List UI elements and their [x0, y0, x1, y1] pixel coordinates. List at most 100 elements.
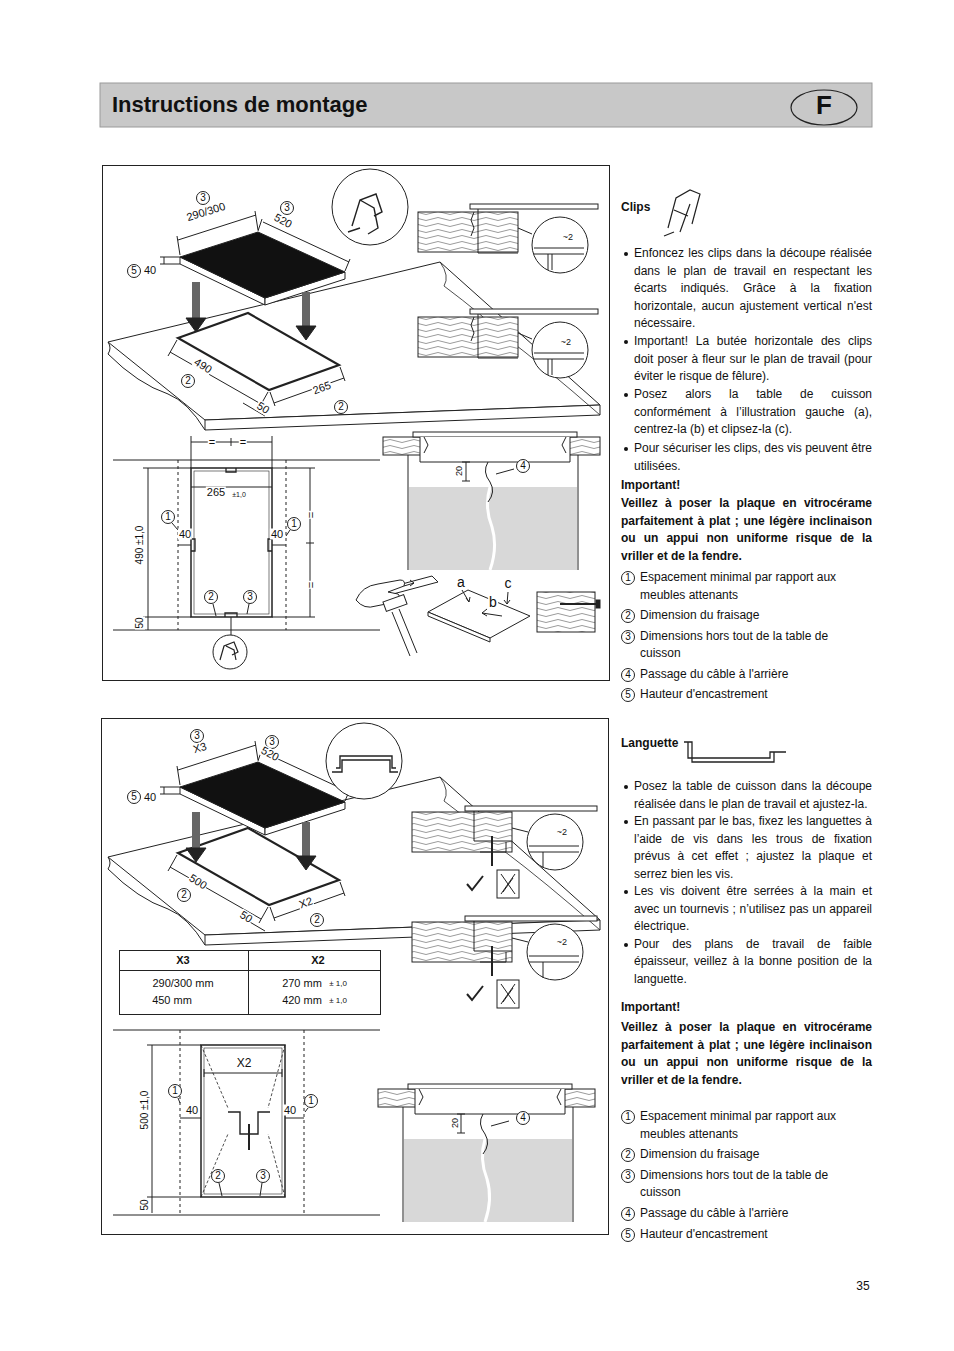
dimension-label: = [305, 511, 316, 519]
cutout-plan [204, 1048, 282, 1194]
cutout-plan [178, 1098, 180, 1103]
dimension-label: 520 [258, 744, 281, 763]
bullet-dot [624, 943, 628, 947]
cutout-plan [260, 1183, 262, 1196]
bullet-dot [624, 785, 628, 789]
callout-number: 1 [168, 1084, 182, 1098]
cutout-plan [180, 1030, 181, 1215]
cutout-plan [191, 468, 272, 617]
cutout-plan [152, 1045, 153, 1213]
worktop-iso [108, 211, 600, 945]
clip-zoom [348, 194, 382, 234]
legend-text: Espacement minimal par rapport aux meubl… [640, 1108, 872, 1143]
callout-number: 4 [621, 668, 635, 682]
callout-number: 2 [334, 400, 348, 414]
instruction-text: Pour sécuriser les clips, des vis peuven… [634, 440, 872, 475]
bracket-icon [684, 742, 786, 762]
callout-number: 1 [621, 571, 635, 585]
badge-letter: F [790, 89, 858, 122]
callout-number: 2 [181, 374, 195, 388]
dimension-label: X3 [191, 740, 209, 755]
legend-text: Espacement minimal par rapport aux meubl… [640, 569, 872, 604]
dimension-label: = [305, 581, 316, 589]
dimension-label: 40 [283, 1105, 297, 1116]
worktop-iso [108, 262, 600, 430]
warning-heading: Important! [621, 999, 872, 1017]
dimension-table [120, 951, 381, 1015]
cutout-plan [113, 1030, 380, 1031]
dimension-table [248, 951, 249, 1015]
legend-text: Passage du câble à l'arrière [640, 1205, 872, 1223]
cutout-plan [305, 1108, 308, 1112]
legend-text: Dimension du fraisage [640, 607, 872, 625]
hob-positioning [482, 609, 502, 616]
callout-number: 3 [256, 1169, 270, 1183]
bullet-dot [624, 447, 628, 451]
table-cell: X2 [310, 955, 325, 966]
dimension-label: 20 [451, 1117, 460, 1129]
dimension-table [120, 970, 381, 971]
cutout-plan [286, 530, 290, 536]
bracket-icon [684, 742, 786, 762]
callout-number: 4 [516, 459, 530, 473]
hob-positioning [504, 592, 510, 604]
step-letter: a [456, 575, 466, 589]
clip-zoom [326, 169, 408, 799]
bullet-dot [624, 340, 628, 344]
warning-heading: Important! [621, 477, 872, 495]
cutout-plan [143, 617, 191, 618]
screw-detail [537, 592, 600, 632]
callout-number: 5 [127, 790, 141, 804]
step-letter: c [504, 576, 513, 590]
callout-number: 1 [621, 1110, 635, 1124]
section-detail [383, 432, 600, 570]
section-heading: Languette [621, 735, 872, 753]
bullet-dot [624, 252, 628, 256]
callout-number: 3 [621, 1169, 635, 1183]
cutout-plan [143, 468, 191, 469]
dimension-label: X2 [236, 1057, 253, 1069]
hob-positioning [428, 612, 490, 642]
callout-number: 4 [621, 1207, 635, 1221]
worktop-iso [160, 741, 350, 870]
callout-number: 5 [621, 688, 635, 702]
bullet-dot [624, 890, 628, 894]
cutout-plan [147, 1045, 201, 1046]
cutout-plan [304, 1030, 305, 1215]
legend-text: Passage du câble à l'arrière [640, 666, 872, 684]
dimension-label: 265 [206, 487, 226, 498]
hand-pressing-clip [383, 595, 407, 612]
dimension-label: = [208, 437, 216, 448]
callout-number: 2 [621, 1148, 635, 1162]
hob-positioning [428, 590, 530, 638]
clip-icon [664, 190, 700, 236]
cutout-plan [219, 1183, 222, 1196]
cutout-plan [231, 438, 232, 446]
warning-text: Veillez à poser la plaque en vitrocérame… [621, 495, 872, 565]
instruction-text: En passant par le bas, fixez les languet… [634, 813, 872, 883]
table-cell: ± 1,0 [328, 980, 348, 988]
table-cell: ± 1,0 [328, 997, 348, 1005]
callout-number: 4 [516, 1111, 530, 1125]
title-bar [100, 83, 872, 127]
callout-number: 1 [304, 1094, 318, 1108]
cutout-plan [147, 1197, 201, 1198]
instruction-text: Pour des plans de travail de faible épai… [634, 936, 872, 989]
cutout-plan [231, 617, 232, 635]
callout-number: 1 [287, 517, 301, 531]
section-detail [378, 1084, 595, 1222]
figure-frame [103, 166, 610, 681]
dimension-label: ~2 [556, 828, 568, 837]
dimension-label: 40 [143, 792, 157, 803]
legend-text: Dimensions hors tout de la table de cuis… [640, 628, 872, 663]
dimension-label: 490 ±1,0 [135, 525, 145, 566]
cutout-plan [113, 460, 380, 461]
dimension-label: 50 [135, 616, 145, 629]
screw-detail [596, 600, 600, 608]
callout-number: 3 [280, 201, 294, 215]
cutout-plan [194, 471, 269, 614]
dimension-label: ±1,0 [231, 491, 247, 498]
cutout-plan [247, 604, 249, 614]
cutout-plan [148, 468, 149, 630]
